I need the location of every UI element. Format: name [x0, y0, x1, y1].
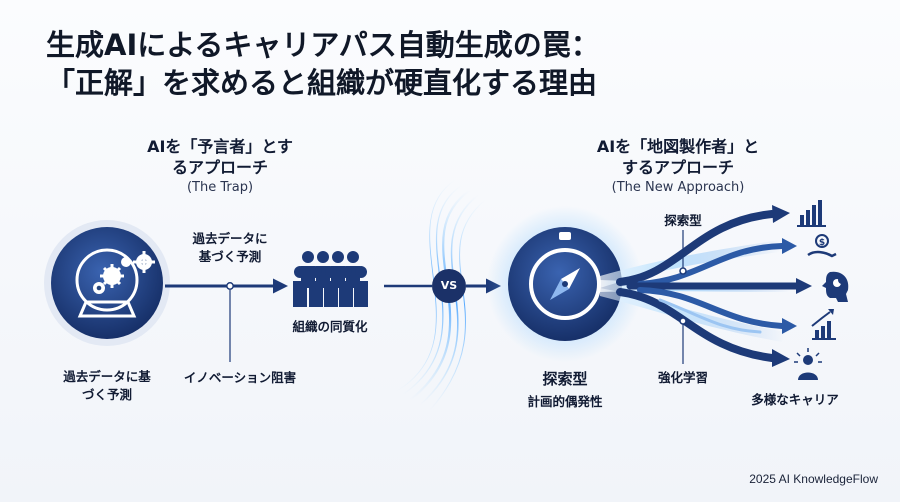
homogenization-label: 組織の同質化	[292, 319, 368, 334]
explore-label-top: 探索型	[664, 213, 702, 228]
branching-arrows	[616, 210, 800, 362]
reinforce-node	[679, 317, 687, 325]
right-subheading: (The New Approach)	[611, 180, 745, 195]
footer-credit: 2025 AI KnowledgeFlow	[749, 472, 878, 486]
right-heading-line-1: AIを「地図製作者」と	[596, 137, 760, 156]
left-heading: AIを「予言者」とす るアプローチ (The Trap)	[110, 136, 330, 197]
crystal-ball-gears-icon	[44, 220, 170, 346]
left-heading-line-2: るアプローチ	[171, 158, 268, 177]
title-line-2: 「正解」を求めると組織が硬直化する理由	[46, 66, 598, 100]
idea-person-icon	[794, 348, 822, 380]
right-heading-line-2: するアプローチ	[621, 158, 734, 177]
crystal-ball-label: 過去データに基 づく予測	[63, 369, 151, 402]
left-heading-line-1: AIを「予言者」とす	[147, 137, 293, 156]
serendipity-label: 計画的偶発性	[527, 394, 603, 409]
vs-label: VS	[440, 279, 458, 292]
people-group-icon	[293, 251, 368, 307]
money-hand-icon: $	[807, 234, 837, 258]
compass-icon	[508, 227, 622, 341]
explore-node	[679, 267, 687, 275]
right-heading: AIを「地図製作者」と するアプローチ (The New Approach)	[563, 136, 793, 197]
prediction-arrow-label: 過去データに 基づく予測	[192, 231, 268, 264]
title-line-1: 生成AIによるキャリアパス自動生成の罠：	[46, 28, 600, 62]
svg-text:$: $	[819, 238, 825, 248]
growth-chart-icon	[811, 309, 836, 340]
branch-arrowheads	[772, 205, 812, 367]
prediction-arrow-node	[226, 282, 234, 290]
head-gears-icon	[822, 271, 849, 302]
reinforce-label: 強化学習	[657, 370, 708, 385]
bar-chart-icon	[797, 200, 826, 227]
diverse-career-label: 多様なキャリア	[751, 392, 839, 407]
vs-badge	[432, 269, 466, 303]
left-subheading: (The Trap)	[186, 180, 254, 195]
explore-label: 探索型	[542, 370, 588, 388]
page-title: 生成AIによるキャリアパス自動生成の罠： 「正解」を求めると組織が硬直化する理由	[46, 26, 600, 102]
innovation-label: イノベーション阻害	[183, 370, 297, 385]
